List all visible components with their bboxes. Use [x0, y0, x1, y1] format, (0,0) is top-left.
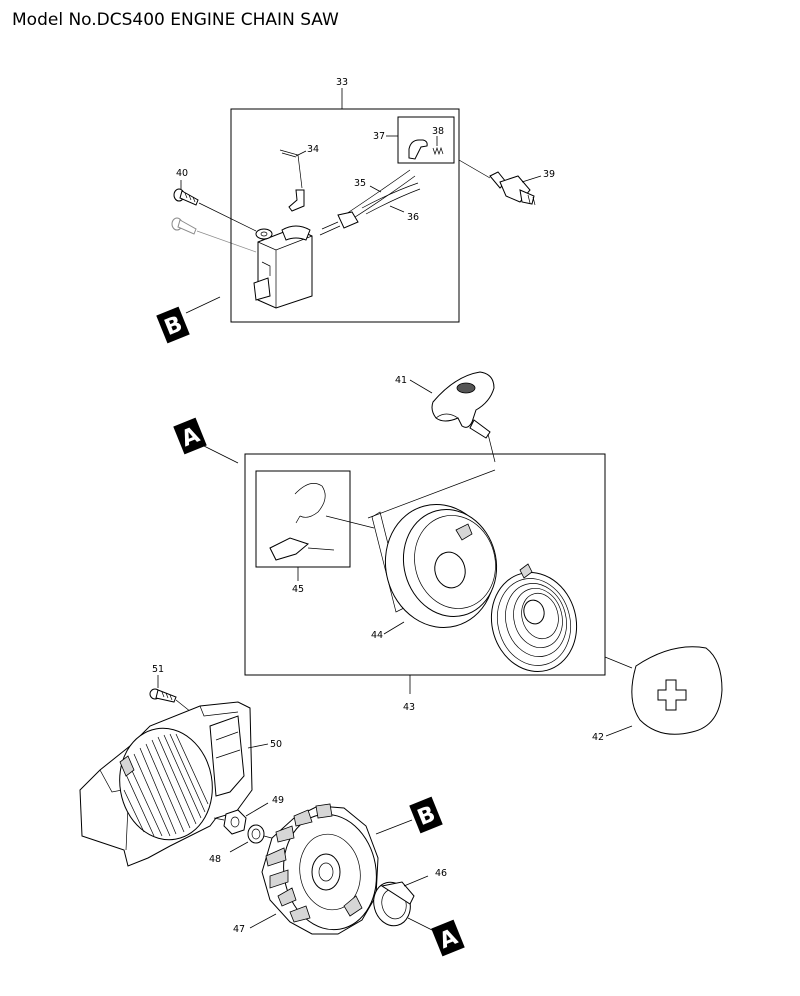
assembly-37-frame	[397, 116, 455, 164]
housing-grille	[123, 733, 209, 837]
part-number-36: 36	[407, 212, 419, 223]
part-number-41: 41	[395, 375, 407, 386]
flywheel-washer	[229, 824, 265, 853]
part-number-42: 42	[592, 732, 604, 743]
part-number-35: 35	[354, 178, 366, 189]
screw-ghost	[171, 217, 257, 253]
screw-40	[173, 180, 199, 206]
part-number-44: 44	[371, 630, 383, 641]
recoil-spring	[490, 563, 578, 673]
part-number-47: 47	[233, 924, 245, 935]
starter-cover-plate	[604, 646, 723, 737]
assembly-43-frame	[244, 453, 606, 676]
part-number-38: 38	[432, 126, 444, 137]
assembly-33-frame	[230, 108, 460, 323]
part-number-50: 50	[270, 739, 282, 750]
ignition-cord	[345, 169, 421, 220]
part-number-34: 34	[307, 144, 319, 155]
reference-marker-b-lower: B	[409, 796, 443, 834]
spark-plug	[458, 159, 542, 206]
starter-grip	[409, 371, 496, 463]
part-number-45: 45	[292, 584, 304, 595]
ratchet-pawl	[269, 537, 310, 561]
hex-wrench	[279, 149, 307, 212]
ignition-assembly-group	[171, 88, 542, 323]
part-number-37: 37	[373, 131, 385, 142]
page-title: Model No.DCS400 ENGINE CHAIN SAW	[12, 10, 339, 30]
part-number-33: 33	[336, 77, 348, 88]
part-number-46: 46	[435, 868, 447, 879]
part-number-48: 48	[209, 854, 221, 865]
part-number-49: 49	[272, 795, 284, 806]
screw-51	[149, 675, 197, 717]
part-number-39: 39	[543, 169, 555, 180]
spark-plug-cap	[408, 139, 428, 160]
part-number-labels: 33 34 35 36 37 38 39 40 41 42 43 44 45 4…	[152, 77, 604, 935]
flywheel-fins	[265, 803, 363, 923]
cap-spring	[432, 136, 444, 156]
part-number-43: 43	[403, 702, 415, 713]
part-number-51: 51	[152, 664, 164, 675]
flywheel	[249, 803, 413, 935]
rope-reel	[384, 504, 498, 628]
reference-marker-b-upper: B	[156, 306, 190, 344]
pawl-spring	[294, 483, 326, 524]
starter-assembly-group	[244, 453, 606, 694]
assembly-45-frame	[255, 470, 351, 568]
reference-marker-a-lower: A	[431, 919, 465, 957]
clutch-drum	[373, 875, 433, 931]
reference-marker-a-upper: A	[173, 417, 207, 455]
ignition-coil	[253, 225, 313, 309]
cord-terminal	[319, 211, 359, 236]
starter-housing	[79, 701, 269, 867]
part-number-40: 40	[176, 168, 188, 179]
flywheel-nut	[223, 802, 269, 835]
